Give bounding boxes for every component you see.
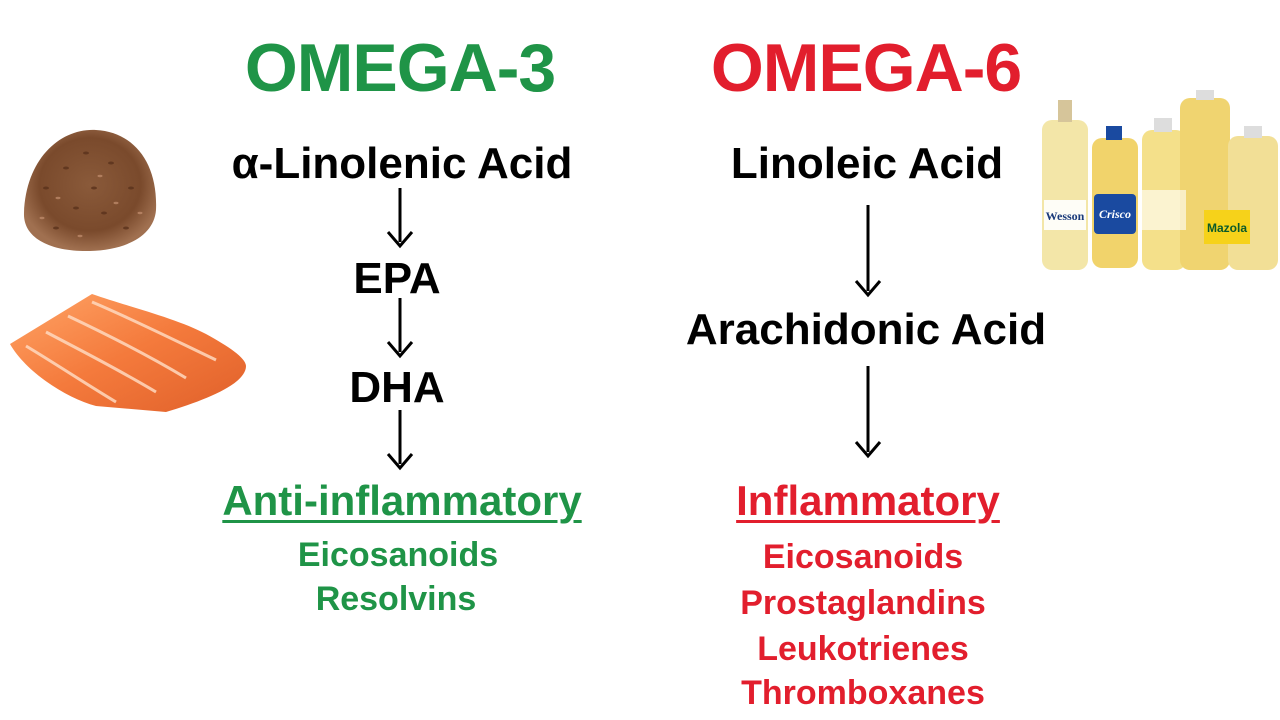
arrow-dha-to-outcome: [385, 410, 415, 472]
arrow-arachidonic-to-outcome: [853, 366, 883, 460]
crisco-label: Crisco: [1099, 207, 1131, 221]
arrow-epa-to-dha: [385, 298, 415, 360]
oil-bottles-image: Wesson Crisco Mazola: [1032, 90, 1280, 280]
omega6-step-arachidonic: Arachidonic Acid: [685, 305, 1047, 354]
omega3-step-dha: DHA: [349, 363, 445, 412]
omega6-step-linoleic: Linoleic Acid: [730, 139, 1004, 188]
omega6-title: OMEGA-6: [710, 30, 1022, 106]
omega6-product-leukotrienes: Leukotrienes: [757, 630, 969, 668]
omega3-product-eicosanoids: Eicosanoids: [297, 536, 499, 574]
omega6-product-eicosanoids: Eicosanoids: [762, 538, 964, 576]
omega6-outcome: Inflammatory: [736, 477, 1000, 524]
mazola-label: Mazola: [1207, 221, 1247, 235]
flaxseed-image: [16, 118, 164, 258]
omega3-outcome: Anti-inflammatory: [222, 477, 582, 524]
arrow-linoleic-to-arachidonic: [853, 205, 883, 299]
omega3-step-ala: α-Linolenic Acid: [231, 139, 573, 188]
wesson-label: Wesson: [1046, 209, 1085, 223]
omega3-step-epa: EPA: [353, 254, 441, 303]
omega3-title: OMEGA-3: [244, 30, 556, 106]
arrow-ala-to-epa: [385, 188, 415, 250]
omega6-product-prostaglandins: Prostaglandins: [740, 584, 986, 622]
omega3-product-resolvins: Resolvins: [315, 580, 477, 618]
salmon-image: [6, 288, 250, 418]
omega6-product-thromboxanes: Thromboxanes: [741, 674, 985, 712]
